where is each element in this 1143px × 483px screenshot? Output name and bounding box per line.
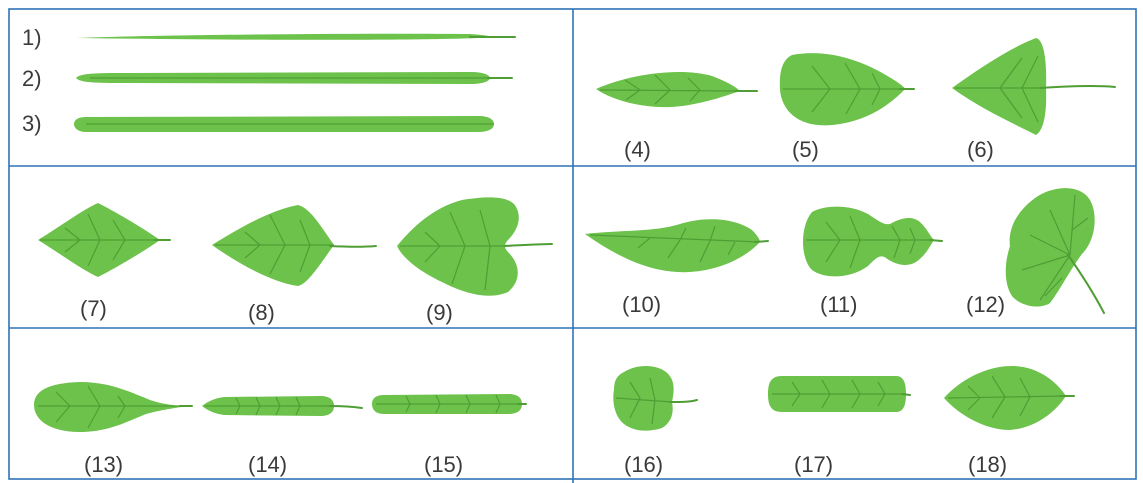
label-16: (16) [624, 452, 663, 477]
label-15: (15) [424, 452, 463, 477]
label-18: (18) [968, 452, 1007, 477]
label-9: (9) [426, 300, 453, 325]
label-13: (13) [84, 452, 123, 477]
leaf-17 [768, 376, 910, 412]
label-11: (11) [820, 292, 858, 317]
leaf-15 [372, 394, 526, 414]
leaf-18 [944, 366, 1074, 430]
label-8: (8) [248, 300, 275, 325]
leaf-3 [74, 116, 494, 132]
leaf-11 [803, 207, 942, 277]
leaf-5 [780, 53, 914, 125]
leaf-1 [76, 34, 515, 40]
label-3: 3) [22, 111, 42, 136]
leaf-10 [585, 219, 768, 272]
label-7: (7) [80, 296, 107, 321]
label-2: 2) [22, 66, 42, 91]
label-12: (12) [966, 292, 1005, 317]
leaf-16 [613, 366, 697, 431]
label-14: (14) [248, 452, 287, 477]
label-5: (5) [792, 137, 819, 162]
leaf-4 [596, 72, 757, 107]
leaf-14 [202, 396, 362, 416]
leaf-6 [952, 38, 1115, 135]
label-6: (6) [967, 137, 994, 162]
leaf-8 [212, 205, 376, 286]
leaf-12 [1006, 188, 1104, 313]
leaf-13 [34, 382, 192, 432]
label-1: 1) [22, 25, 42, 50]
label-10: (10) [622, 292, 661, 317]
leaf-7 [38, 203, 170, 277]
label-4: (4) [624, 137, 651, 162]
leaf-2 [76, 72, 512, 84]
label-17: (17) [794, 452, 833, 477]
leaf-9 [397, 197, 552, 295]
